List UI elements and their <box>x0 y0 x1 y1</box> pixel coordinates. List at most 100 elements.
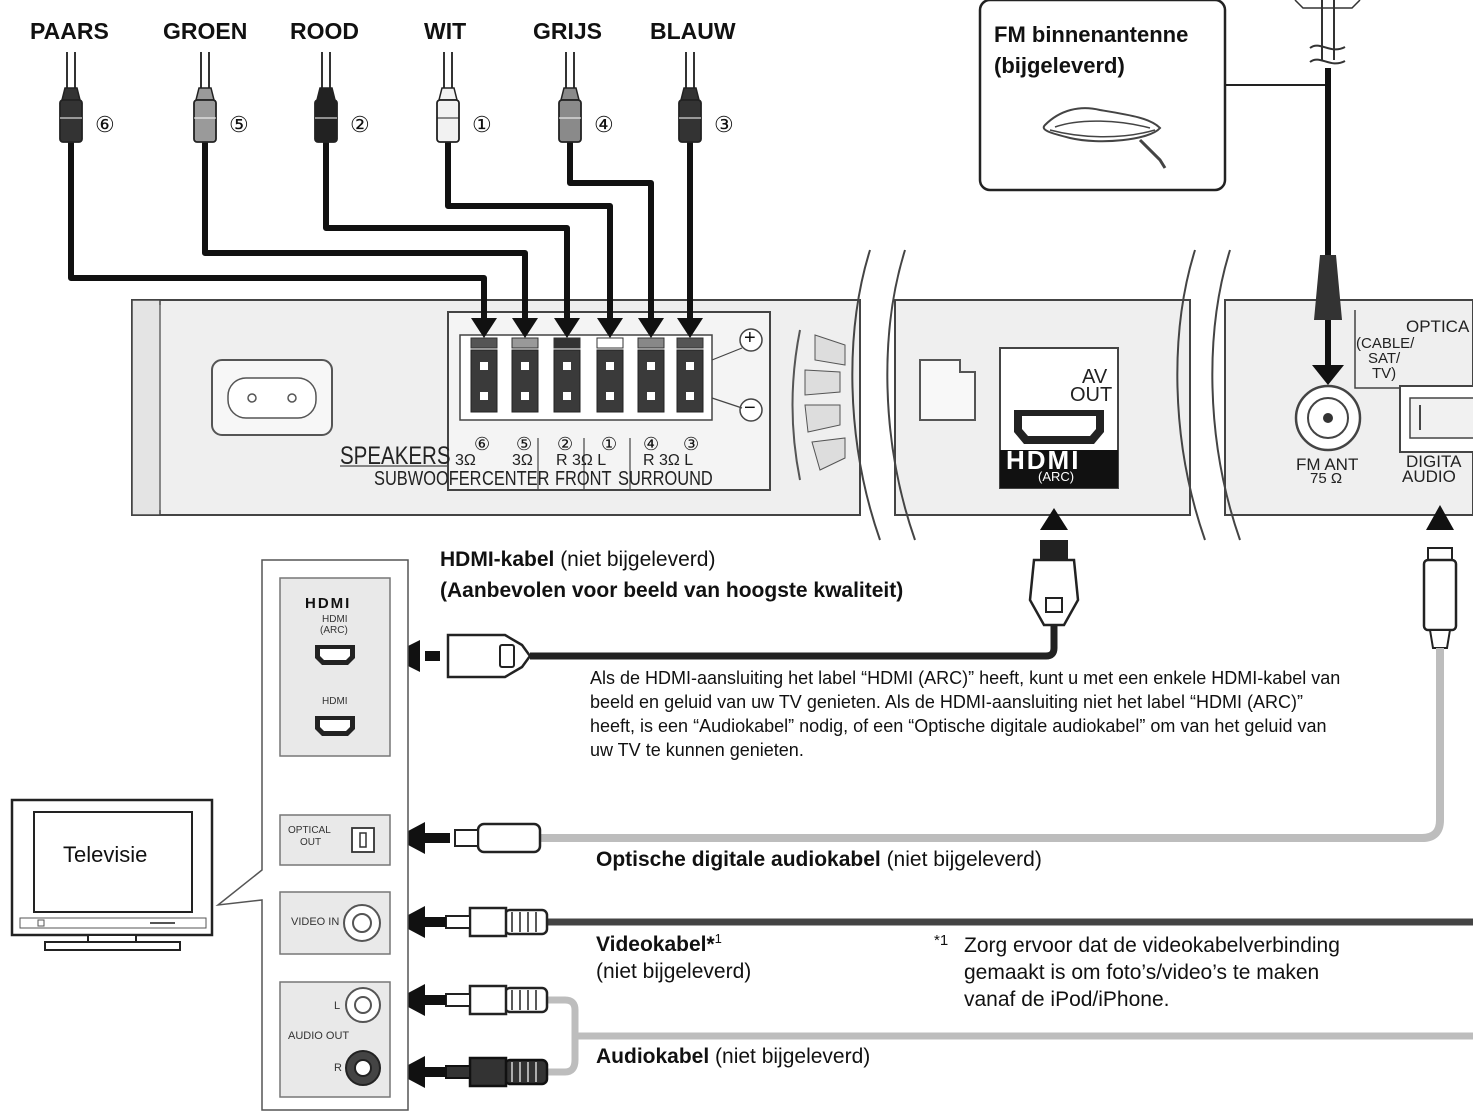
speaker-plug-4 <box>436 52 460 143</box>
terminal-hole <box>480 392 488 400</box>
ac-inlet <box>211 359 333 436</box>
fm-antenna-title: FM binnenantenne <box>994 22 1189 47</box>
terminal-6 <box>676 349 704 413</box>
terminal-hole <box>563 392 571 400</box>
terminal-hole <box>521 392 529 400</box>
video-cable-supplied: (niet bijgeleverd) <box>596 960 752 983</box>
group-subwoofer: SUBWOOFER <box>374 468 482 490</box>
hdmi-cable-title: HDMI-kabel <box>440 548 555 571</box>
optical-sub-1: (CABLE/ <box>1356 335 1415 352</box>
subwoofer-ohm: 3Ω <box>455 452 476 469</box>
terminal-hole <box>647 362 655 370</box>
hdmi-arc-note: Als de HDMI-aansluiting het label “HDMI … <box>590 668 1341 760</box>
terminal-tab-4 <box>596 337 624 349</box>
fm-antenna-label: FM binnenantenne (bijgeleverd) <box>994 22 1188 79</box>
audio-cable-title: Audiokabel <box>596 1045 710 1068</box>
hdmi-logo: HDMI <box>1006 445 1081 475</box>
main-unit-panel <box>131 249 1473 541</box>
wire-color-1: PAARS <box>30 18 109 44</box>
optical-sub-3: TV) <box>1372 365 1397 382</box>
wire-number-4: ① <box>472 112 492 137</box>
terminal-number-1: ⑥ <box>474 434 491 454</box>
video-cable <box>395 906 1473 938</box>
speaker-terminal-block <box>340 311 771 491</box>
speakers-label: SPEAKERS <box>340 442 451 470</box>
terminal-number-4: ① <box>601 434 618 454</box>
terminal-number-6: ③ <box>683 434 700 454</box>
speaker-plug-3 <box>314 52 338 143</box>
wire-number-2: ⑤ <box>229 112 249 137</box>
terminal-number-3: ② <box>557 434 574 454</box>
speaker-plugs <box>59 52 702 143</box>
optical-cable-caption: Optische digitale audiokabel (niet bijge… <box>596 848 1042 872</box>
optical-top-label: OPTICA <box>1406 317 1470 336</box>
tv-audio-out: AUDIO OUT <box>288 1030 350 1042</box>
terminal-tab-5 <box>637 337 665 349</box>
av-out-label-2: OUT <box>1070 384 1113 406</box>
hdmi-cable-caption: HDMI-kabel (niet bijgeleverd) <box>440 548 715 572</box>
wire-color-4: WIT <box>424 18 467 44</box>
wire-color-2: GROEN <box>163 18 248 44</box>
optical-in-port <box>1354 310 1473 453</box>
wire-arrowheads <box>471 318 703 338</box>
terminal-hole <box>686 362 694 370</box>
terminal-hole <box>686 392 694 400</box>
terminal-4 <box>596 349 624 413</box>
television <box>10 798 214 951</box>
arc-label: (ARC) <box>1038 469 1075 484</box>
terminal-hole <box>521 362 529 370</box>
tv-optical-1: OPTICAL <box>288 825 331 836</box>
tv-hdmi-arc-2: (ARC) <box>320 625 348 636</box>
terminal-5 <box>637 349 665 413</box>
tv-audio-r: R <box>334 1062 342 1074</box>
tv-optical-2: OUT <box>300 837 322 848</box>
video-cable-footnote-ref: 1 <box>714 931 722 946</box>
terminal-3 <box>553 349 581 413</box>
optical-sub-2: SAT/ <box>1368 350 1401 367</box>
wire-number-1: ⑥ <box>95 112 115 137</box>
terminal-hole <box>647 392 655 400</box>
hdmi-cable-recommended: (Aanbevolen voor beeld van hoogste kwali… <box>440 579 904 602</box>
tv-hdmi-logo: HDMI <box>305 595 352 612</box>
center-ohm: 3Ω <box>512 452 533 469</box>
digital-audio-2: AUDIO <box>1402 467 1456 486</box>
optical-cable-supplied: (niet bijgeleverd) <box>880 848 1042 871</box>
audio-cable-caption: Audiokabel (niet bijgeleverd) <box>596 1045 870 1069</box>
digital-audio-1: DIGITA <box>1406 452 1462 471</box>
group-center: CENTER <box>482 468 550 490</box>
wire-color-6: BLAUW <box>650 18 736 44</box>
front-ohm: R 3Ω L <box>556 452 607 469</box>
terminal-tab-3 <box>553 337 581 349</box>
wire-color-5: GRIJS <box>533 18 603 44</box>
tv-label: Televisie <box>63 842 148 867</box>
hdmi-cable-supplied: (niet bijgeleverd) <box>554 548 716 571</box>
footnote-mark: *1 <box>934 932 949 949</box>
wire-number-3: ② <box>350 112 370 137</box>
minus-sign: − <box>744 397 756 419</box>
tv-audio-l: L <box>334 1000 341 1012</box>
fan-vent <box>791 329 846 481</box>
wire-number-6: ③ <box>714 112 734 137</box>
terminal-2 <box>511 349 539 413</box>
terminal-hole <box>606 362 614 370</box>
speaker-plug-2 <box>193 52 217 143</box>
speaker-plug-6 <box>678 52 702 143</box>
av-out-label-1: AV <box>1082 366 1108 388</box>
optical-cable-title: Optische digitale audiokabel <box>596 848 881 871</box>
speaker-wires <box>68 140 693 322</box>
footnote-line-3: vanaf de iPod/iPhone. <box>964 988 1170 1011</box>
terminal-tab-2 <box>511 337 539 349</box>
terminal-number-2: ⑤ <box>516 434 533 454</box>
terminal-tab-6 <box>676 337 704 349</box>
terminal-hole <box>480 362 488 370</box>
terminal-number-5: ④ <box>643 434 660 454</box>
hdmi-cable <box>388 508 1080 679</box>
terminal-hole <box>563 362 571 370</box>
fm-antenna <box>978 0 1361 385</box>
fm-antenna-supplied: (bijgeleverd) <box>994 53 1125 79</box>
group-front: FRONT <box>555 468 612 490</box>
tv-connector-panel <box>215 559 409 1111</box>
terminal-tab-1 <box>470 337 498 349</box>
audio-cables <box>395 984 1473 1088</box>
